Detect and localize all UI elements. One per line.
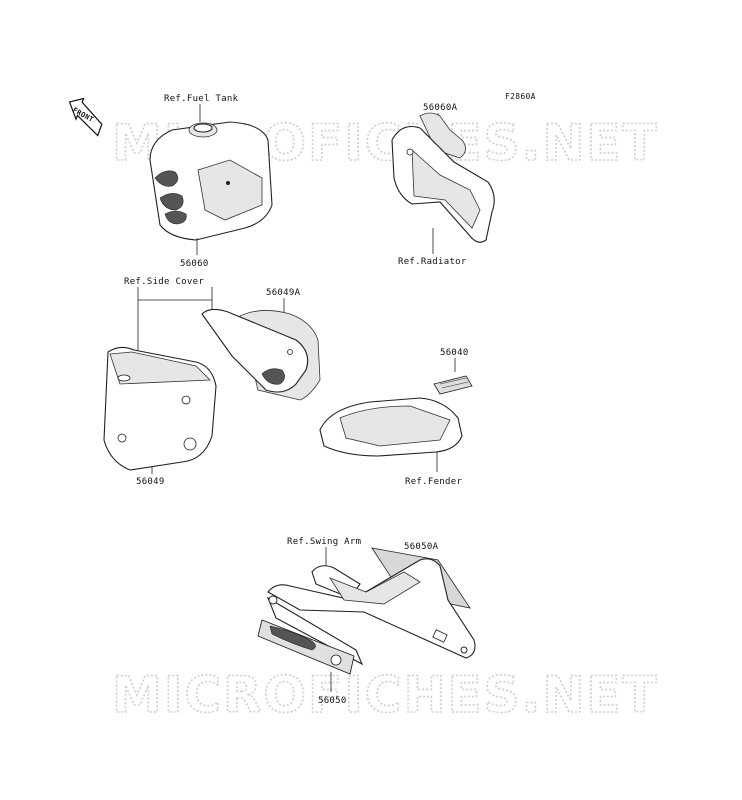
front-arrow-icon: FRONT [68,97,103,137]
callout-ref-radiator: Ref.Radiator [398,257,467,267]
callout-56049a: 56049A [266,288,301,298]
diagram-code: F2860A [505,92,536,101]
swing-arm-part [266,558,476,666]
callout-ref-fuel-tank: Ref.Fuel Tank [164,94,239,104]
callout-56050a: 56050A [404,542,439,552]
callout-56050: 56050 [318,696,347,706]
rear-fender-part [319,397,463,457]
watermark-bottom: MICROFICHES.NET [112,666,659,724]
fuel-tank-part [149,121,273,241]
swing-arm-decal-bottom-part [257,619,355,675]
callout-ref-swing-arm: Ref.Swing Arm [287,537,361,547]
leader-side-cover-top [137,287,213,301]
side-cover-left-part [103,346,217,471]
callout-56040: 56040 [440,348,469,358]
warning-decal-part [433,375,473,395]
radiator-shroud-part [391,112,495,243]
callout-ref-fender: Ref.Fender [405,477,462,487]
callout-56049: 56049 [136,477,165,487]
side-cover-right-part [201,308,321,401]
callout-56060a: 56060A [423,103,458,113]
callout-ref-side-cover: Ref.Side Cover [124,277,204,287]
callout-56060: 56060 [180,259,209,269]
